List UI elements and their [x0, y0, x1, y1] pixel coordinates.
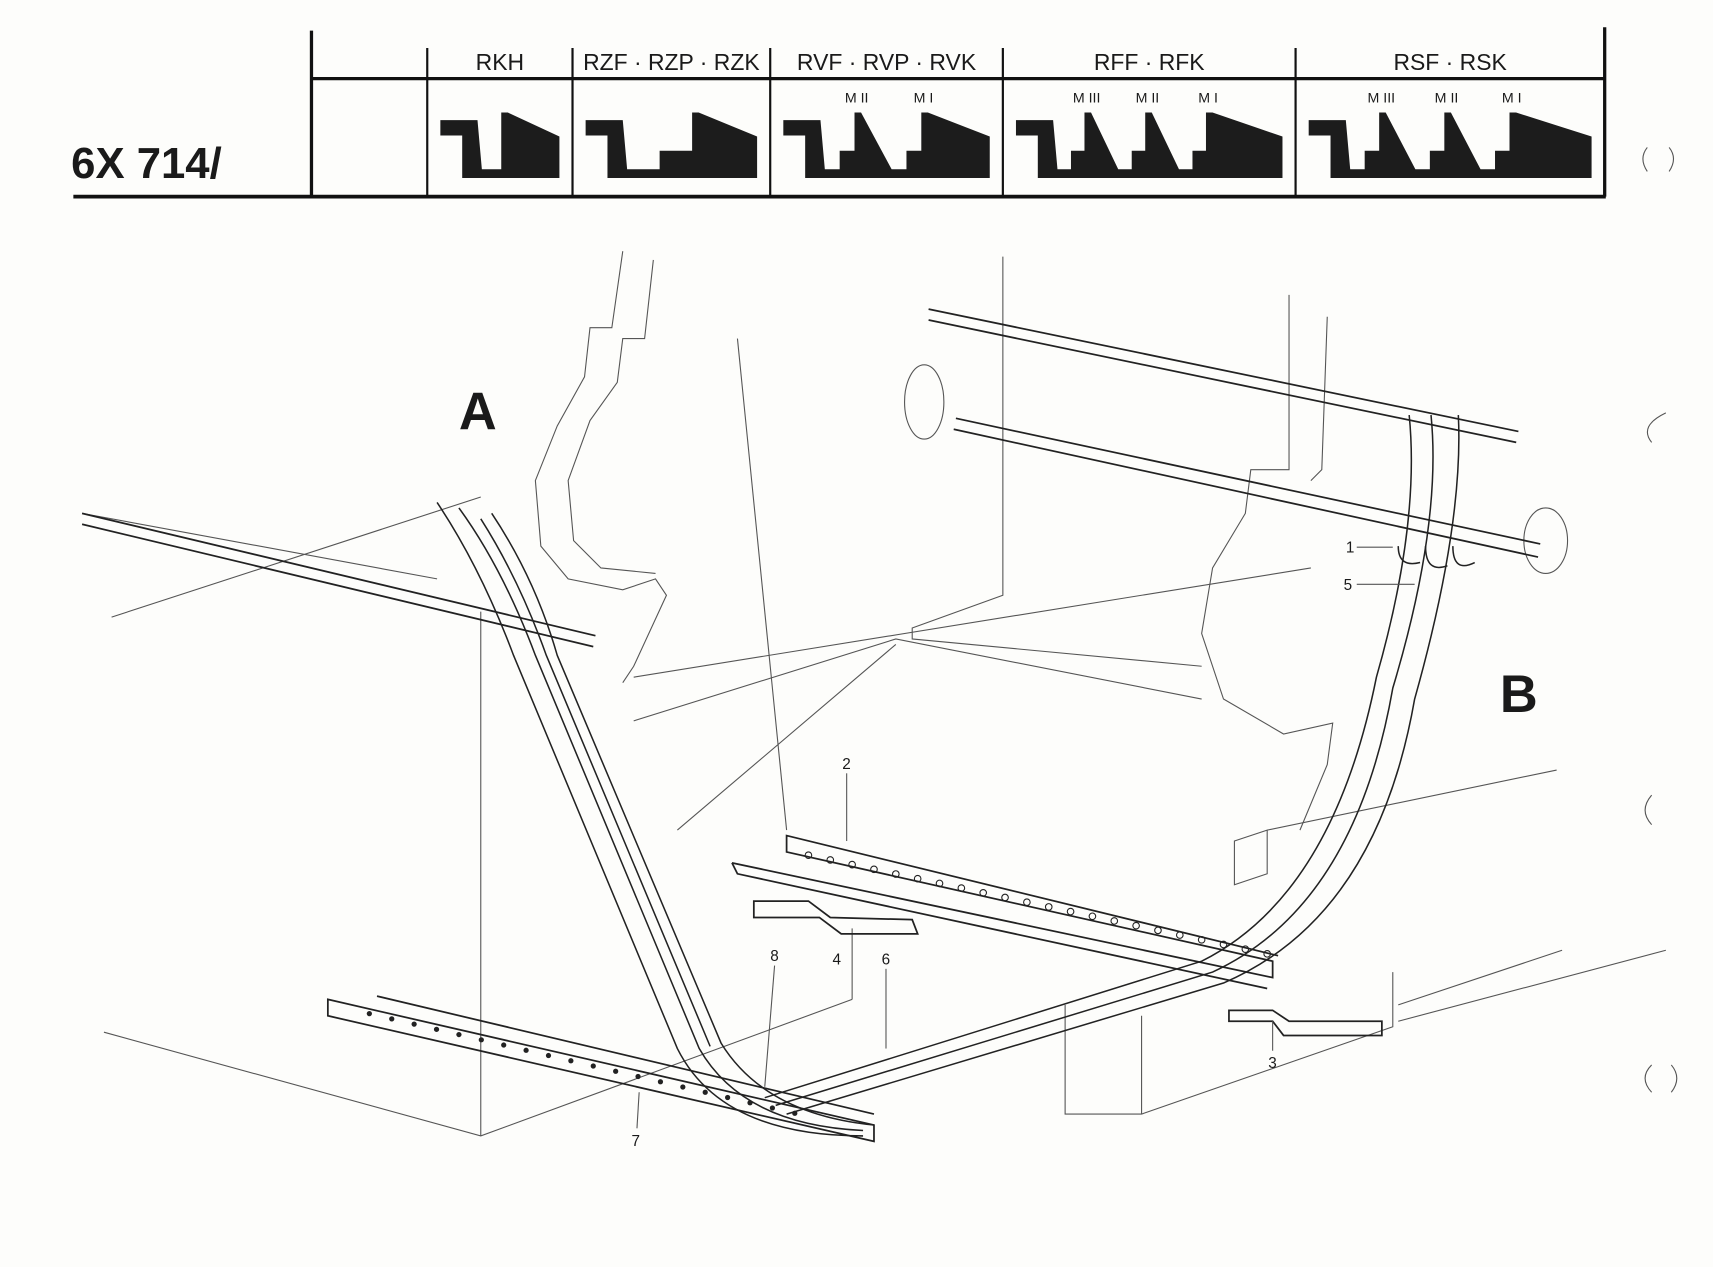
tooth-profile-5 [1308, 112, 1592, 179]
binder-holes [1642, 147, 1678, 1093]
module-mark: M II [1435, 91, 1459, 107]
rail-hole [433, 1026, 440, 1032]
tooth-profile-3 [783, 112, 990, 179]
column-header: RZF · RZP · RZK [583, 49, 760, 75]
callout-2: 2 [842, 756, 851, 773]
module-mark: M III [1368, 91, 1396, 107]
tooth-profile-4 [1015, 112, 1283, 179]
rail-hole [635, 1073, 641, 1080]
rails [326, 834, 1383, 1143]
module-mark: M I [914, 91, 934, 107]
module-mark: M II [1136, 91, 1160, 107]
rail-hole [411, 1021, 417, 1027]
callout-8: 8 [770, 948, 779, 965]
callout-6: 6 [882, 951, 891, 968]
rail-hole [826, 856, 835, 864]
rail-hole [501, 1042, 507, 1048]
rail-hole [1023, 898, 1031, 907]
rail-hole [848, 860, 856, 869]
pipes [436, 414, 1476, 1137]
rail-hole [1044, 903, 1053, 911]
callout-1: 1 [1346, 540, 1355, 557]
rail-hole [1154, 926, 1162, 935]
rail-hole [1241, 945, 1250, 953]
module-mark: M I [1198, 91, 1218, 107]
callout-5: 5 [1344, 577, 1353, 594]
rail-hole [913, 874, 922, 883]
rail-hole [979, 888, 988, 897]
rail-hole [680, 1084, 686, 1090]
rail-hole [935, 879, 944, 888]
rail-hole [1110, 917, 1119, 925]
rail-hole [1066, 907, 1075, 916]
rail-hole [870, 865, 878, 874]
rail-hole [366, 1010, 372, 1017]
callouts: A B 1 5 2 4 6 8 3 7 [459, 383, 1538, 1150]
rail-hole [590, 1063, 596, 1069]
tooth-profile-1 [440, 112, 560, 179]
rail-hole [702, 1089, 708, 1095]
column-header: RFF · RFK [1094, 49, 1205, 75]
column-header: RKH [476, 49, 524, 75]
rail-hole [1001, 893, 1009, 902]
module-mark: M III [1073, 91, 1101, 107]
rail-hole [568, 1058, 574, 1064]
rail-hole [769, 1105, 776, 1111]
rail-hole [1175, 931, 1184, 939]
callout-3: 3 [1268, 1055, 1276, 1072]
module-mark: M I [1502, 91, 1522, 107]
column-header: RVF · RVP · RVK [797, 49, 977, 75]
rail-hole [613, 1068, 619, 1074]
view-label-a: A [459, 383, 497, 441]
header-table: RKH RZF · RZP · RZK RVF · RVP · RVK M II M I… [73, 27, 1607, 199]
rail-hole [1219, 940, 1228, 949]
rail-hole [545, 1052, 552, 1059]
callout-7: 7 [631, 1133, 640, 1150]
column-header: RSF · RSK [1393, 49, 1507, 75]
rail-hole [1197, 935, 1206, 944]
module-mark: M II [845, 91, 869, 107]
rail-hole [1263, 950, 1272, 958]
rail-hole [1088, 912, 1097, 921]
tooth-profile-2 [585, 112, 758, 179]
machine-outline [81, 251, 1666, 1137]
rail-hole [804, 851, 813, 860]
drawing-number: 6X 714/ [71, 139, 222, 188]
rail-hole [389, 1016, 395, 1022]
rail-hole [1132, 921, 1140, 930]
view-label-b: B [1500, 666, 1538, 724]
rail-hole [478, 1037, 484, 1043]
rail-hole [523, 1047, 529, 1053]
callout-4: 4 [832, 951, 841, 968]
rail-hole [891, 870, 900, 878]
rail-hole [747, 1100, 753, 1106]
rail-hole [456, 1031, 462, 1038]
rail-hole [957, 884, 966, 892]
rail-hole [792, 1110, 798, 1116]
rail-hole [657, 1079, 664, 1085]
rail-hole [724, 1094, 731, 1101]
